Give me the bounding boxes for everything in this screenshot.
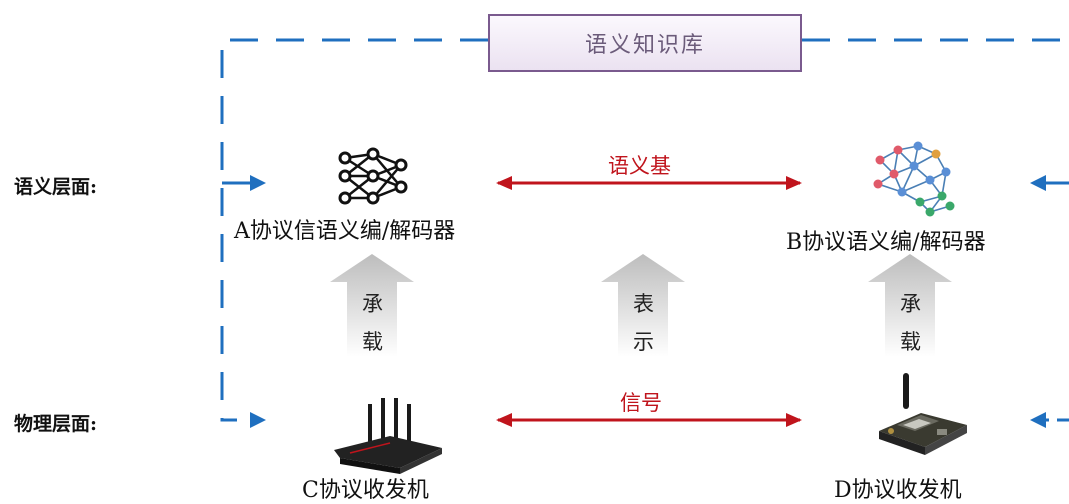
dashed-left-line xyxy=(220,38,488,422)
carry-right-char-2: 载 xyxy=(900,330,921,354)
semantic-base-label: 语义基 xyxy=(608,154,671,178)
right-arrowhead-physical xyxy=(1030,412,1046,428)
signal-label: 信号 xyxy=(620,391,662,415)
knowledge-base-box: 语义知识库 xyxy=(488,14,802,72)
carry-right-char-1: 承 xyxy=(900,292,921,316)
carry-arrow-left xyxy=(330,254,414,357)
semantic-layer-label: 语义层面: xyxy=(14,176,98,198)
colorful-neural-network-icon xyxy=(873,141,955,217)
radio-module-icon xyxy=(879,373,967,455)
carry-left-char-2: 载 xyxy=(362,330,383,354)
node-b-label: B协议语义编/解码器 xyxy=(786,230,986,255)
wifi-router-icon xyxy=(334,398,442,474)
carry-left-char-1: 承 xyxy=(362,292,383,316)
knowledge-base-label: 语义知识库 xyxy=(584,33,705,58)
neural-network-icon xyxy=(338,147,408,205)
carry-arrow-right xyxy=(868,254,952,357)
dashed-frame xyxy=(220,38,1069,422)
represent-char-2: 示 xyxy=(633,330,654,354)
node-c-label: C协议收发机 xyxy=(302,478,429,503)
left-arrowhead-physical xyxy=(250,412,266,428)
left-arrowhead-semantic xyxy=(250,175,266,191)
node-a-label: A协议信语义编/解码器 xyxy=(234,219,456,244)
right-arrowhead-semantic xyxy=(1030,175,1046,191)
represent-arrow-middle xyxy=(601,254,685,357)
node-d-label: D协议收发机 xyxy=(834,478,962,503)
represent-char-1: 表 xyxy=(633,292,654,316)
physical-layer-label: 物理层面: xyxy=(14,413,98,435)
